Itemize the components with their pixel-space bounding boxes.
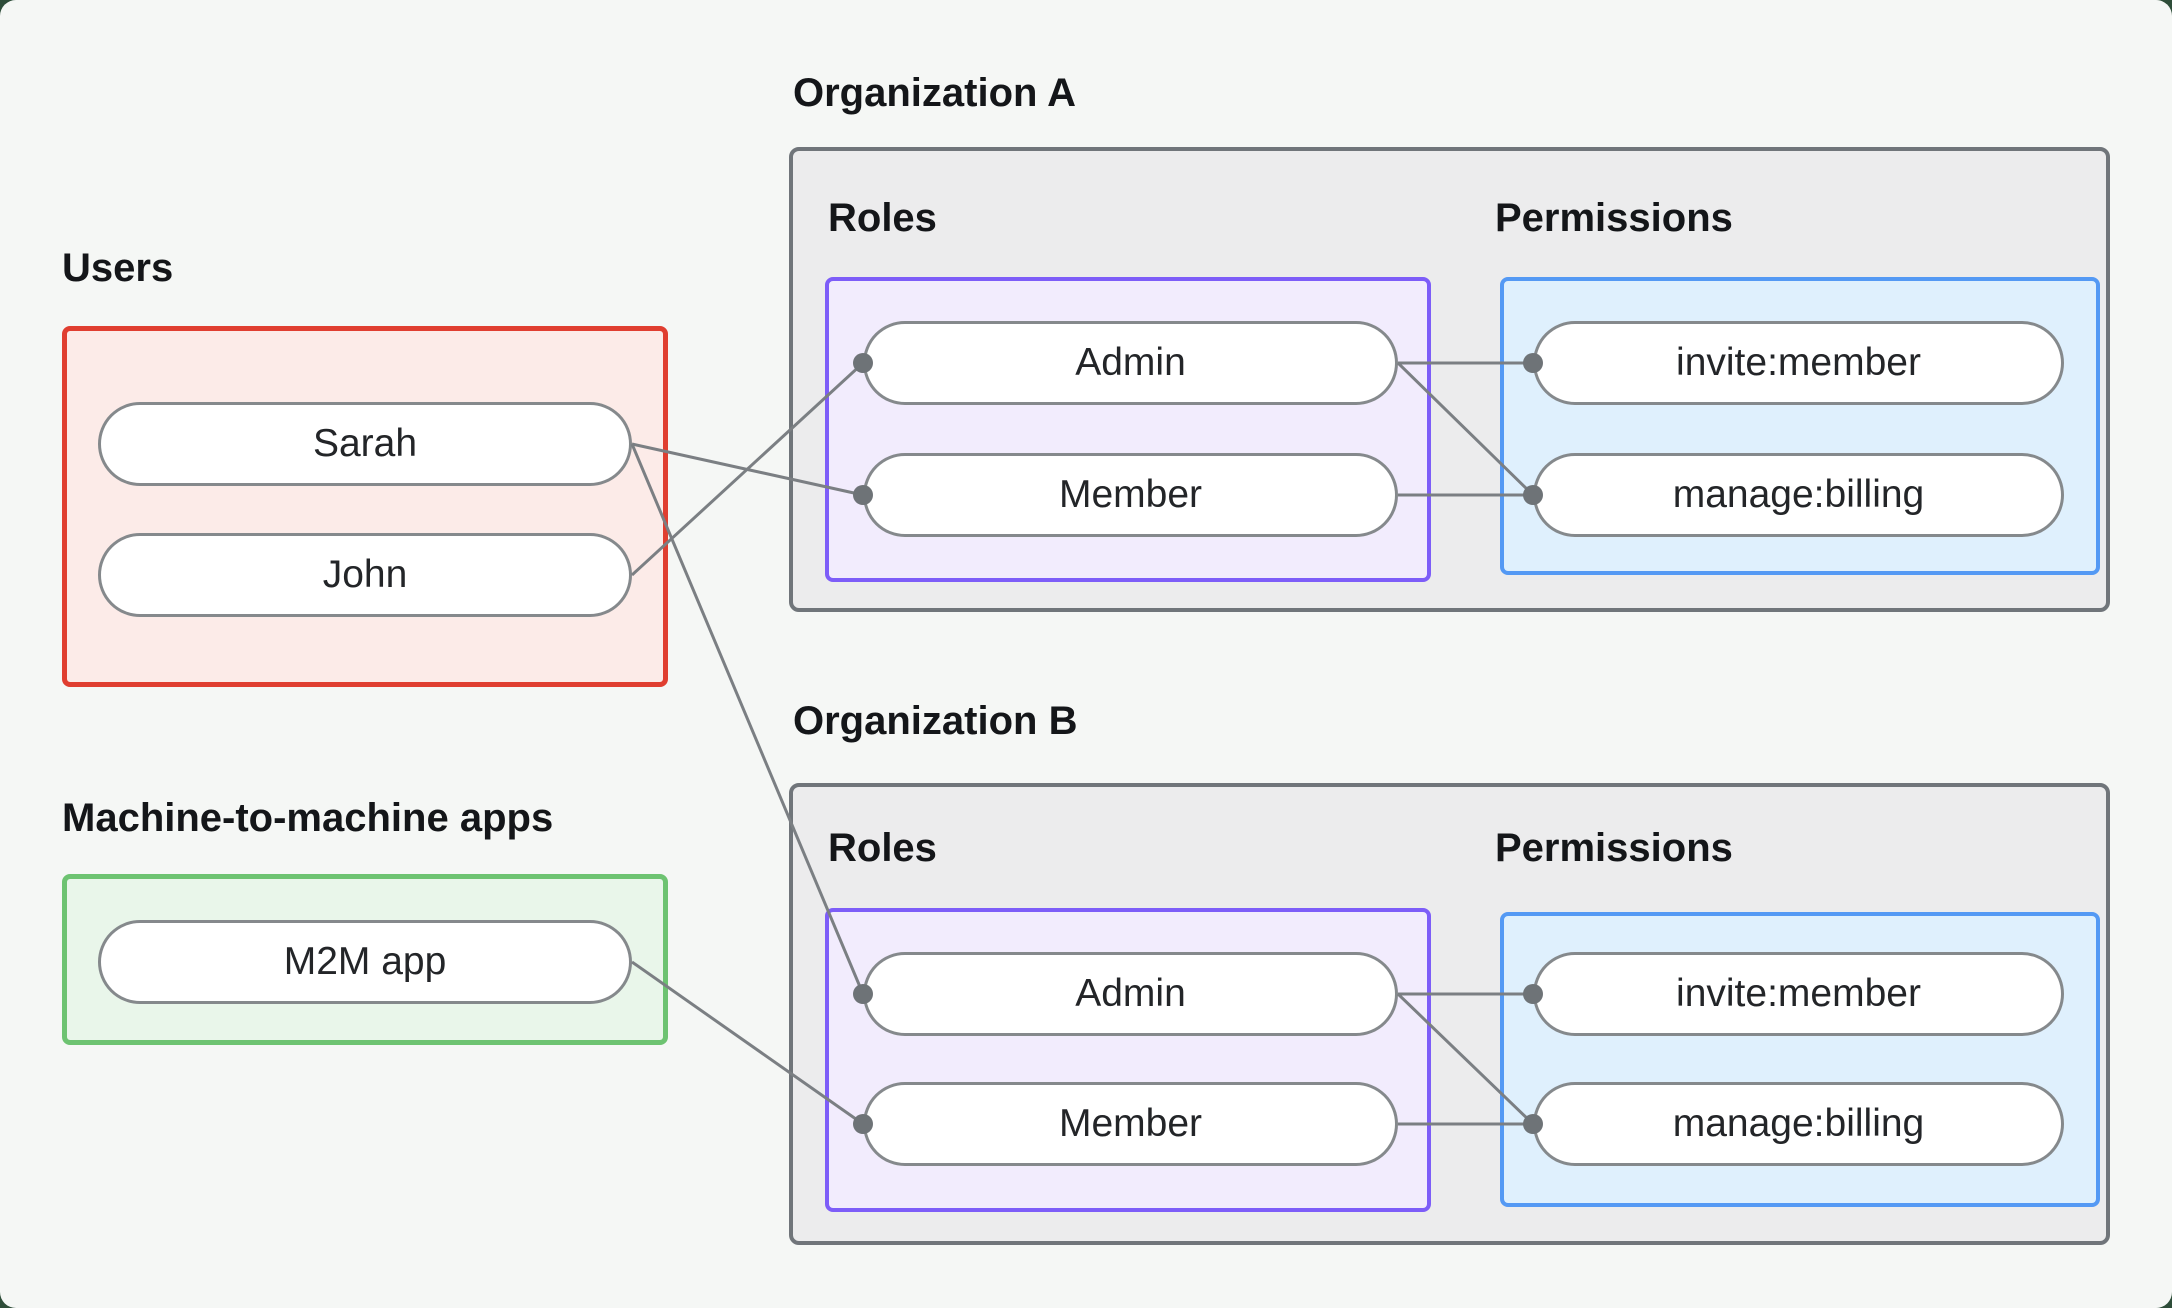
org-a-permission-pill-manage-billing: manage:billing [1533,453,2064,537]
m2m-pill-app: M2M app [98,920,632,1004]
user-pill-sarah: Sarah [98,402,632,486]
org-b-role-pill-admin: Admin [863,952,1398,1036]
org-b-permissions-label: Permissions [1495,826,1733,870]
org-a-role-pill-admin: Admin [863,321,1398,405]
org-b-title: Organization B [793,699,1078,743]
org-a-role-pill-member: Member [863,453,1398,537]
org-b-role-pill-member: Member [863,1082,1398,1166]
m2m-label: Machine-to-machine apps [62,796,554,840]
org-a-permissions-label: Permissions [1495,196,1733,240]
org-a-roles-label: Roles [828,196,937,240]
user-pill-john: John [98,533,632,617]
org-a-title: Organization A [793,71,1076,115]
org-a-permission-pill-invite-member: invite:member [1533,321,2064,405]
org-b-permission-pill-invite-member: invite:member [1533,952,2064,1036]
users-box [62,326,668,687]
org-b-permission-pill-manage-billing: manage:billing [1533,1082,2064,1166]
users-label: Users [62,246,174,290]
org-b-roles-label: Roles [828,826,937,870]
